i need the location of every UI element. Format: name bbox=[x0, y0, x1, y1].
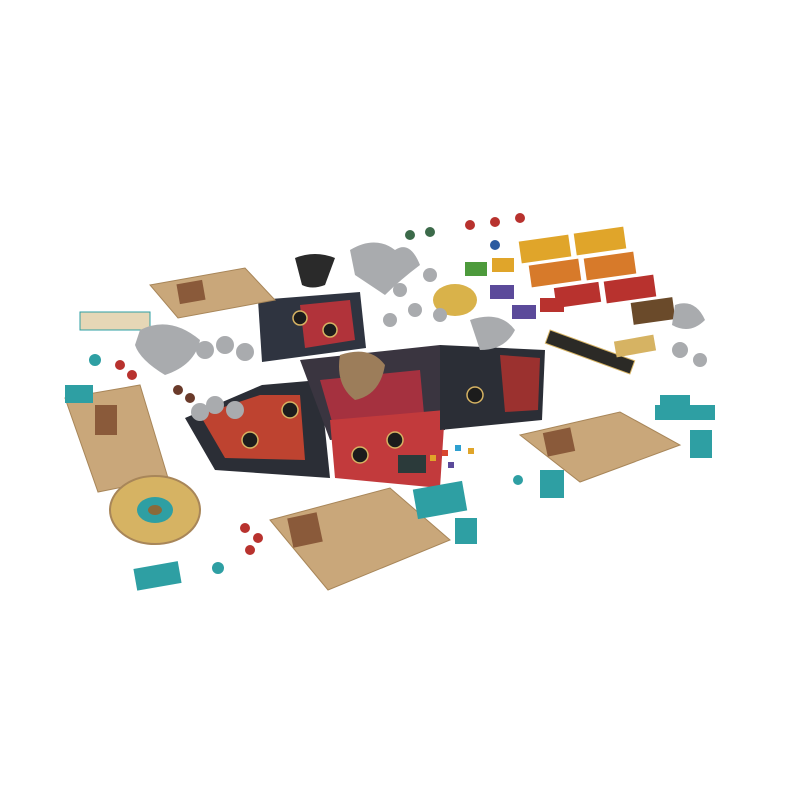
dice bbox=[455, 445, 461, 451]
card-stacks bbox=[465, 226, 676, 375]
player-boards bbox=[64, 267, 682, 591]
minion-miniature bbox=[408, 303, 422, 317]
card-stack-orange bbox=[528, 258, 582, 288]
minion-miniature bbox=[672, 342, 688, 358]
card-deck-dark bbox=[398, 455, 426, 473]
teal-card bbox=[455, 518, 477, 544]
teal-card bbox=[79, 311, 151, 331]
card-stack-red bbox=[553, 281, 602, 308]
teal-card bbox=[540, 470, 564, 498]
teal-card bbox=[133, 561, 182, 591]
card-stack-yellow bbox=[573, 226, 627, 256]
card-stack-purple bbox=[512, 305, 536, 319]
board-space-token bbox=[241, 431, 259, 449]
player-board-top-left bbox=[149, 267, 276, 319]
hydra-miniature bbox=[135, 324, 200, 375]
red-token bbox=[127, 370, 137, 380]
card-stack-brown bbox=[630, 297, 676, 325]
miniatures bbox=[135, 242, 707, 421]
teal-card bbox=[690, 430, 712, 458]
card-stack-orange bbox=[583, 251, 637, 281]
card-stack-yellow bbox=[518, 234, 572, 264]
hero-card bbox=[542, 427, 576, 457]
brown-token bbox=[173, 385, 183, 395]
board-space-token bbox=[351, 446, 369, 464]
red-token bbox=[465, 220, 475, 230]
teal-token bbox=[212, 562, 224, 574]
teal-token bbox=[513, 475, 523, 485]
board-space-token bbox=[322, 322, 338, 338]
card-stack-red-small bbox=[540, 298, 564, 312]
hero-miniature bbox=[191, 403, 209, 421]
dragon-miniature bbox=[350, 242, 420, 295]
hero-miniature bbox=[226, 401, 244, 419]
green-token bbox=[425, 227, 435, 237]
hero-card bbox=[95, 405, 117, 435]
red-token bbox=[115, 360, 125, 370]
monster-miniature bbox=[470, 316, 515, 350]
card-stack-purple bbox=[490, 285, 514, 299]
dice bbox=[442, 450, 448, 456]
teal-cards bbox=[65, 311, 715, 591]
hero-miniature bbox=[206, 396, 224, 414]
hero-miniature bbox=[216, 336, 234, 354]
board-tile-bottom bbox=[330, 410, 445, 488]
card-stack-yellow-small bbox=[492, 258, 514, 272]
track-board bbox=[544, 329, 636, 375]
dice bbox=[448, 462, 454, 468]
black-cloth-bag bbox=[295, 254, 335, 288]
red-token bbox=[490, 217, 500, 227]
minion-miniature bbox=[393, 283, 407, 297]
board-space-token bbox=[281, 401, 299, 419]
minion-miniature bbox=[433, 308, 447, 322]
demon-miniature bbox=[339, 351, 385, 400]
dice bbox=[468, 448, 474, 454]
teal-token bbox=[89, 354, 101, 366]
red-token bbox=[253, 533, 263, 543]
board-space-token bbox=[386, 431, 404, 449]
initiative-wheel bbox=[109, 475, 201, 545]
hero-miniature bbox=[196, 341, 214, 359]
minion-miniature bbox=[423, 268, 437, 282]
green-token bbox=[405, 230, 415, 240]
hero-card bbox=[176, 279, 206, 305]
teal-card bbox=[65, 385, 93, 403]
board-space-token bbox=[292, 310, 308, 326]
hero-miniature bbox=[236, 343, 254, 361]
red-token bbox=[240, 523, 250, 533]
red-token bbox=[245, 545, 255, 555]
minion-miniature bbox=[383, 313, 397, 327]
dice bbox=[430, 455, 436, 461]
hero-card bbox=[287, 512, 323, 548]
teal-card bbox=[412, 480, 468, 520]
brown-token bbox=[185, 393, 195, 403]
teal-card bbox=[655, 405, 715, 420]
board-space-token bbox=[466, 386, 484, 404]
card-stack-gold bbox=[613, 334, 657, 358]
card-stack-red bbox=[603, 274, 657, 304]
tokens bbox=[89, 213, 525, 574]
minion-miniature bbox=[693, 353, 707, 367]
blue-token bbox=[490, 240, 500, 250]
board-tile-right-lava bbox=[500, 355, 540, 412]
monster-miniature bbox=[672, 303, 705, 329]
yellow-dice-pouch bbox=[433, 284, 477, 316]
red-token bbox=[515, 213, 525, 223]
player-board-right bbox=[518, 411, 682, 483]
card-stack-green bbox=[465, 262, 487, 276]
